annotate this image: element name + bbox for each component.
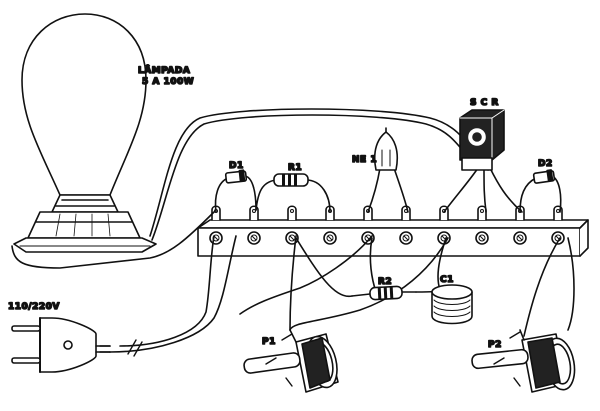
- d1-label: D1: [229, 161, 244, 171]
- mains-plug-icon: [11, 317, 143, 373]
- resistor-icon: [351, 285, 417, 301]
- terminal-screw: [247, 205, 261, 245]
- r2-label: R2: [378, 277, 392, 287]
- c1-label: C1: [440, 275, 454, 285]
- lamp-icon: [13, 13, 157, 253]
- terminal-screw: [513, 205, 527, 245]
- ne1-label: NE 1: [352, 155, 377, 165]
- diode-icon: [532, 169, 556, 184]
- potentiometer-icon: [471, 329, 576, 393]
- terminal-screw: [399, 205, 413, 245]
- lamp-label-line1: LÂMPADA: [138, 64, 190, 76]
- terminal-screw: [475, 205, 489, 245]
- scr-icon: [459, 109, 505, 171]
- d2-label: D2: [538, 159, 553, 169]
- lamp-label-line2: 5 A 100W: [142, 77, 194, 87]
- p2-label: P2: [488, 340, 502, 350]
- neon-lamp-icon: [373, 127, 399, 171]
- capacitor-icon: [431, 284, 473, 325]
- scr-label: S C R: [470, 98, 499, 108]
- diode-icon: [224, 169, 248, 184]
- potentiometer-icon: [243, 329, 339, 393]
- r1-label: R1: [288, 163, 302, 173]
- resistor-icon: [273, 173, 309, 187]
- mains-label: 110/220V: [8, 302, 60, 312]
- p1-label: P1: [262, 337, 276, 347]
